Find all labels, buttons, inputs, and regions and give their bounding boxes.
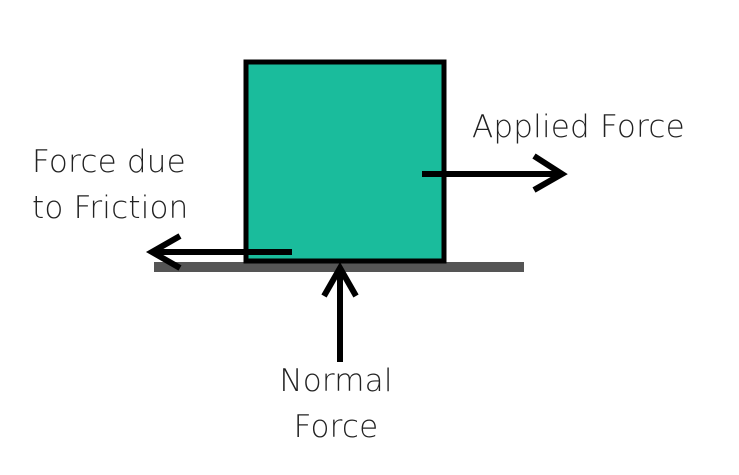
friction-label-line1: Force due xyxy=(32,144,186,180)
block xyxy=(243,59,447,264)
friction-label-line2: to Friction xyxy=(32,190,189,226)
normal-label-line1: Normal xyxy=(279,363,393,399)
friction-force-arrow xyxy=(145,233,292,271)
normal-label-line2: Force xyxy=(293,409,379,445)
friction-force-label: Force due to Friction xyxy=(32,139,189,231)
applied-force-text: Applied Force xyxy=(472,109,685,145)
applied-force-arrow xyxy=(422,153,568,193)
normal-force-arrow xyxy=(321,261,359,362)
applied-force-label: Applied Force xyxy=(472,104,685,150)
normal-force-label: Normal Force xyxy=(273,358,399,450)
